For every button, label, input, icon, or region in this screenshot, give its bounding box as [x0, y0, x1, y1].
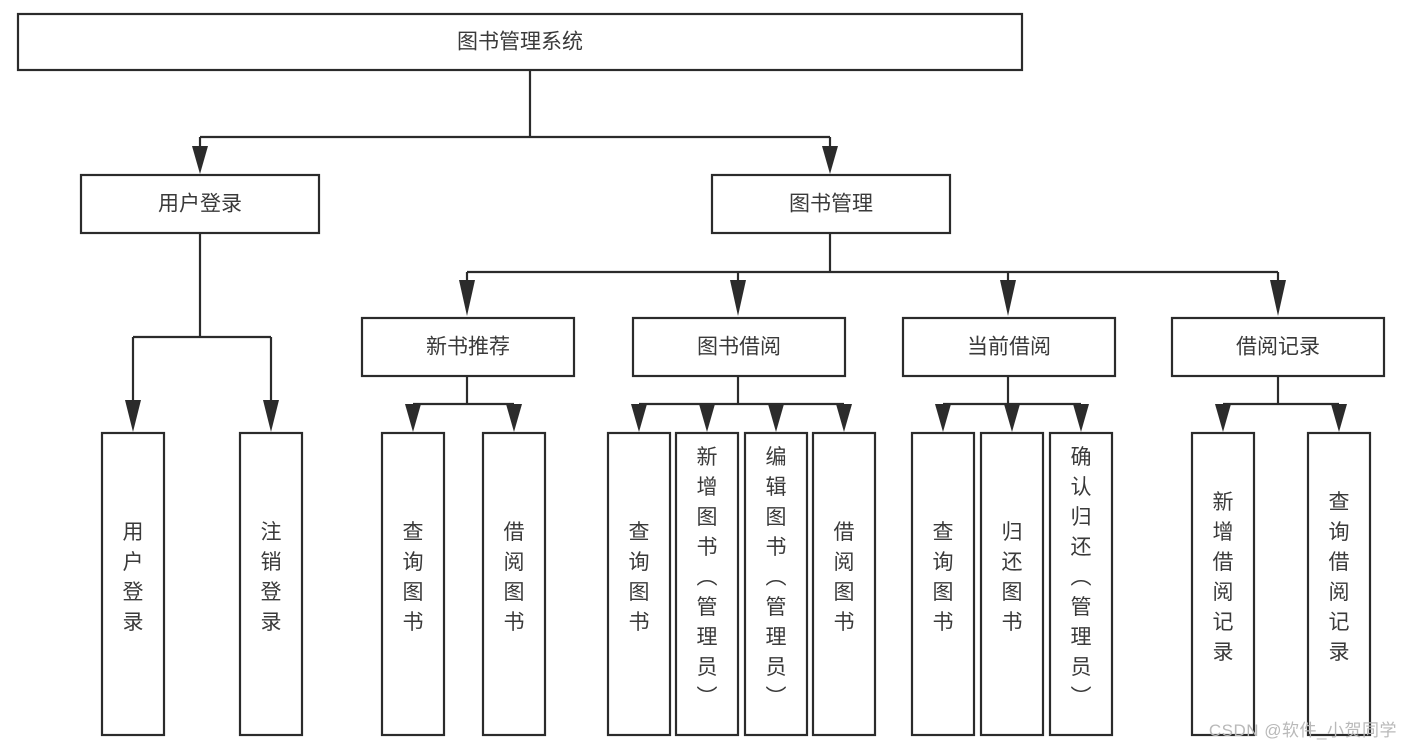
- node-c1[interactable]: 查询图书: [910, 431, 976, 737]
- arrow-head-records: [1270, 280, 1286, 316]
- arrow-head-c1: [935, 404, 951, 432]
- arrow-head-current: [1000, 280, 1016, 316]
- node-c2-label: 归还图书: [1002, 521, 1023, 634]
- arrow-head-newbook: [459, 280, 475, 316]
- csdn-watermark: CSDN @软件_小贺同学: [1208, 721, 1397, 740]
- arrow-head-b2: [699, 404, 715, 432]
- node-l1[interactable]: 用户登录: [100, 431, 166, 737]
- node-c3[interactable]: 确认归还︵管理员︶: [1048, 431, 1114, 737]
- node-newbook[interactable]: 新书推荐: [360, 316, 576, 378]
- node-l2[interactable]: 注销登录: [238, 431, 304, 737]
- node-c3-label: 确认归还︵管理员︶: [1071, 446, 1092, 709]
- arrow-head-b1: [631, 404, 647, 432]
- node-borrow-label: 图书借阅: [697, 336, 781, 359]
- node-n2[interactable]: 借阅图书: [481, 431, 547, 737]
- node-borrow[interactable]: 图书借阅: [631, 316, 847, 378]
- arrow-head-n2: [506, 404, 522, 432]
- arrow-head-borrow: [730, 280, 746, 316]
- node-r2[interactable]: 查询借阅记录: [1306, 431, 1372, 737]
- arrow-head-bookmgmt: [822, 146, 838, 174]
- connector-layer: [125, 70, 1347, 432]
- node-root[interactable]: 图书管理系统: [16, 12, 1024, 72]
- node-bookmgmt[interactable]: 图书管理: [710, 173, 952, 235]
- node-r1[interactable]: 新增借阅记录: [1190, 431, 1256, 737]
- arrow-head-r1: [1215, 404, 1231, 432]
- node-current-label: 当前借阅: [967, 336, 1051, 359]
- arrow-head-c2: [1004, 404, 1020, 432]
- arrow-head-l2: [263, 400, 279, 432]
- arrow-head-b4: [836, 404, 852, 432]
- node-c1-label: 查询图书: [933, 521, 954, 634]
- node-b4[interactable]: 借阅图书: [811, 431, 877, 737]
- node-r1-label: 新增借阅记录: [1213, 491, 1234, 664]
- arrow-head-n1: [405, 404, 421, 432]
- node-r2-label: 查询借阅记录: [1329, 491, 1350, 664]
- node-b2-label: 新增图书︵管理员︶: [697, 446, 718, 709]
- node-b3-label: 编辑图书︵管理员︶: [766, 446, 787, 709]
- node-l1-label: 用户登录: [123, 521, 144, 634]
- node-n1-label: 查询图书: [403, 521, 424, 634]
- node-b3[interactable]: 编辑图书︵管理员︶: [743, 431, 809, 737]
- arrow-head-c3: [1073, 404, 1089, 432]
- node-c2[interactable]: 归还图书: [979, 431, 1045, 737]
- node-login-label: 用户登录: [158, 193, 242, 216]
- arrow-head-l1: [125, 400, 141, 432]
- node-l2-label: 注销登录: [261, 521, 282, 634]
- node-b4-label: 借阅图书: [834, 521, 855, 634]
- node-login[interactable]: 用户登录: [79, 173, 321, 235]
- node-b1-label: 查询图书: [629, 521, 650, 634]
- node-b2[interactable]: 新增图书︵管理员︶: [674, 431, 740, 737]
- arrow-head-login: [192, 146, 208, 174]
- node-root-label: 图书管理系统: [457, 31, 583, 54]
- node-b1[interactable]: 查询图书: [606, 431, 672, 737]
- node-records[interactable]: 借阅记录: [1170, 316, 1386, 378]
- node-current[interactable]: 当前借阅: [901, 316, 1117, 378]
- node-newbook-label: 新书推荐: [426, 336, 510, 359]
- arrow-head-b3: [768, 404, 784, 432]
- arrow-head-r2: [1331, 404, 1347, 432]
- node-records-label: 借阅记录: [1236, 336, 1320, 359]
- node-bookmgmt-label: 图书管理: [789, 193, 873, 216]
- node-n2-label: 借阅图书: [504, 521, 525, 634]
- node-n1[interactable]: 查询图书: [380, 431, 446, 737]
